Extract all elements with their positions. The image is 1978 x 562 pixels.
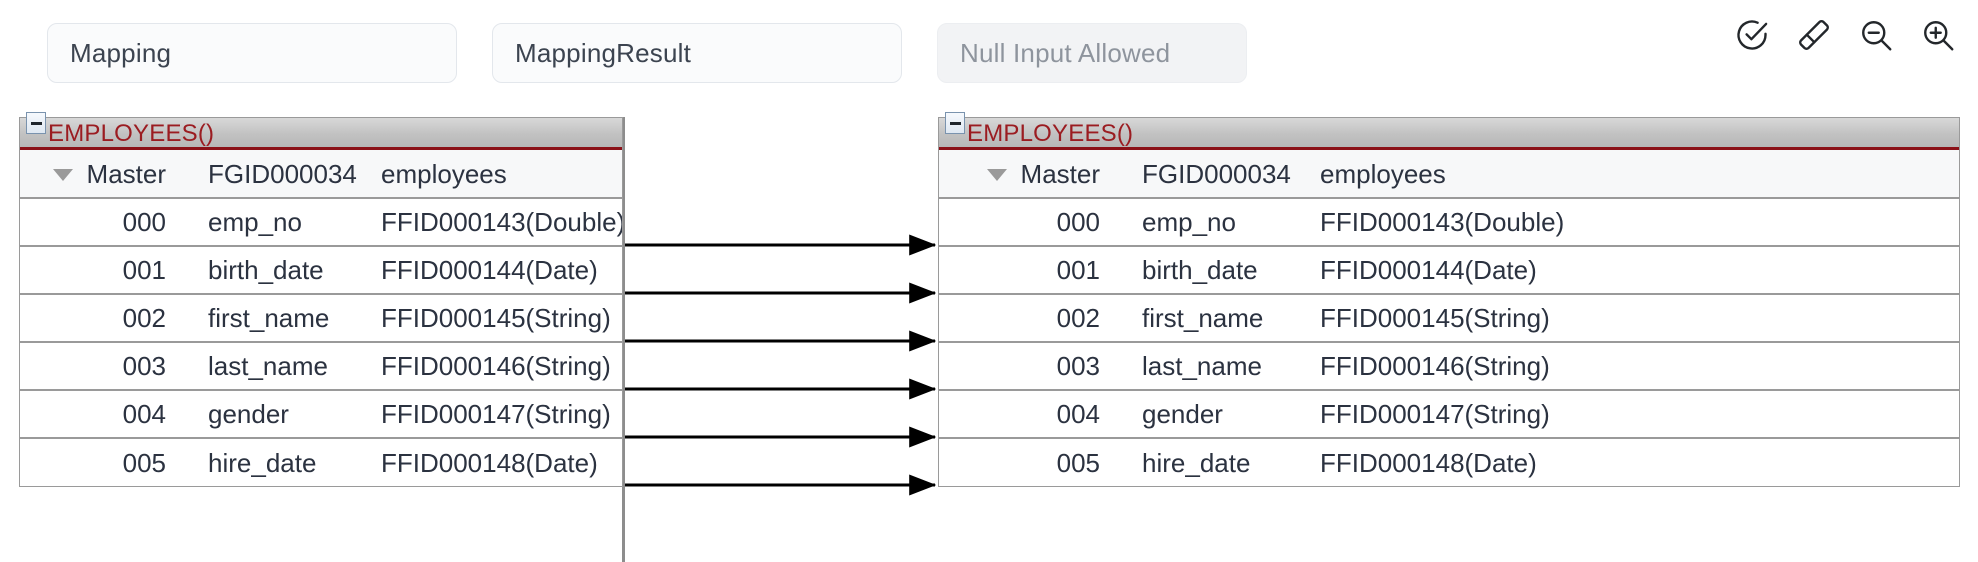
zoom-in-icon[interactable] [1920, 17, 1956, 53]
target-node-title: EMPLOYEES() [967, 119, 1134, 147]
target-header-table: employees [1304, 150, 1959, 199]
zoom-out-icon[interactable] [1858, 17, 1894, 53]
target-header-scope-label: Master [1020, 158, 1100, 189]
mapping-result-value: MappingResult [515, 37, 692, 68]
target-row-index: 001 [939, 246, 1114, 295]
canvas-divider [622, 117, 625, 562]
target-header-scope[interactable]: Master [939, 150, 1114, 199]
table-row[interactable]: 005 hire_date FFID000148(Date) [20, 438, 622, 486]
toolbar: Mapping MappingResult Null Input Allowed [0, 0, 1978, 95]
mapping-name-value: Mapping [70, 37, 172, 68]
source-row-index: 005 [122, 447, 166, 478]
chevron-down-icon[interactable] [52, 168, 73, 181]
target-row-type: FFID000146(String) [1304, 342, 1959, 391]
source-row-field: last_name [180, 342, 365, 391]
target-row-field: last_name [1114, 342, 1304, 391]
source-row-index: 001 [20, 246, 180, 295]
source-header-row: Master FGID000034 employees [20, 150, 622, 199]
source-row-index: 002 [20, 294, 180, 343]
source-row-type: FFID000143(Double) [365, 198, 622, 247]
source-row-field: emp_no [180, 198, 365, 247]
table-row[interactable]: 005 hire_date FFID000148(Date) [939, 438, 1959, 486]
source-row-type: FFID000147(String) [365, 390, 622, 439]
target-row-index: 000 [939, 198, 1114, 247]
null-input-field: Null Input Allowed [937, 23, 1247, 83]
source-node-title: EMPLOYEES() [48, 119, 215, 147]
source-header-scope-label: Master [86, 158, 166, 189]
mapping-name-field[interactable]: Mapping [47, 23, 457, 83]
source-row-index: 003 [20, 342, 180, 391]
source-row-index: 000 [20, 198, 180, 247]
target-row-index: 004 [939, 390, 1114, 439]
target-row-type: FFID000144(Date) [1304, 246, 1959, 295]
target-node-title-bar: EMPLOYEES() [939, 112, 1959, 150]
chevron-down-icon[interactable] [986, 168, 1007, 181]
target-row-field: first_name [1114, 294, 1304, 343]
target-row-index: 003 [939, 342, 1114, 391]
target-row-type: FFID000143(Double) [1304, 198, 1959, 247]
source-row-field: hire_date [208, 447, 317, 478]
target-collapse-icon[interactable] [945, 112, 965, 134]
source-row-field: birth_date [180, 246, 365, 295]
source-row-index: 004 [20, 390, 180, 439]
target-row-field: birth_date [1114, 246, 1304, 295]
toolbar-icon-group [1734, 17, 1956, 53]
source-collapse-icon[interactable] [26, 112, 46, 134]
target-node-employees[interactable]: EMPLOYEES() Master FGID000034 employees … [938, 112, 1960, 487]
source-header-id: FGID000034 [180, 150, 365, 199]
target-header-row: Master FGID000034 employees [939, 150, 1959, 199]
null-input-value: Null Input Allowed [960, 37, 1171, 68]
source-node-title-bar: EMPLOYEES() [20, 112, 622, 150]
target-header-id: FGID000034 [1114, 150, 1304, 199]
source-row-type: FFID000148(Date) [381, 447, 598, 478]
target-row-field: hire_date [1142, 447, 1251, 478]
target-row-type: FFID000145(String) [1304, 294, 1959, 343]
target-row-type: FFID000147(String) [1304, 390, 1959, 439]
target-row-index: 005 [1056, 447, 1100, 478]
source-row-type: FFID000144(Date) [365, 246, 622, 295]
source-header-table: employees [365, 150, 622, 199]
target-row-index: 002 [939, 294, 1114, 343]
target-row-field: emp_no [1114, 198, 1304, 247]
target-row-field: gender [1114, 390, 1304, 439]
source-node-employees[interactable]: EMPLOYEES() Master FGID000034 employees … [19, 112, 623, 487]
target-row-type: FFID000148(Date) [1320, 447, 1537, 478]
source-header-scope[interactable]: Master [20, 150, 180, 199]
mapping-result-field[interactable]: MappingResult [492, 23, 902, 83]
validate-check-icon[interactable] [1734, 17, 1770, 53]
source-row-field: first_name [180, 294, 365, 343]
eraser-icon[interactable] [1796, 17, 1832, 53]
source-row-type: FFID000146(String) [365, 342, 622, 391]
source-row-field: gender [180, 390, 365, 439]
source-row-type: FFID000145(String) [365, 294, 622, 343]
